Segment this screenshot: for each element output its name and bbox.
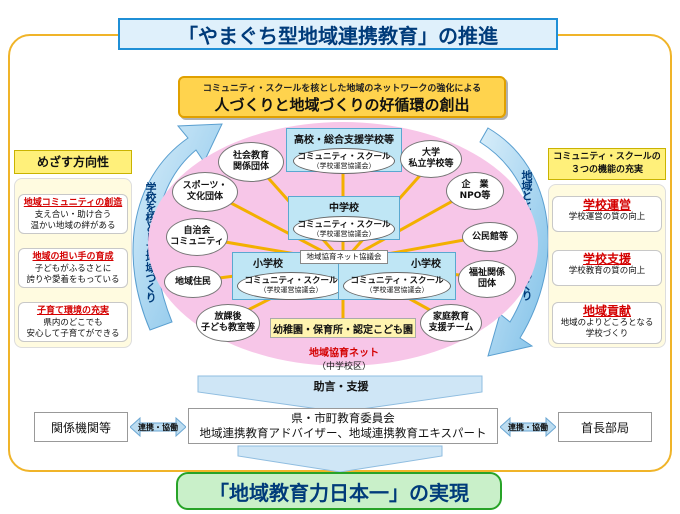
direction-item-line: 県内のどこでも <box>43 318 103 328</box>
middle-school-card: 中学校 コミュニティ・スクール （学校運営協議会） <box>288 196 400 242</box>
direction-item-line: 支え合い・助け合う <box>34 210 112 220</box>
bubble-line: 団体 <box>477 279 496 289</box>
bubble-line: 社会教育 <box>232 151 269 161</box>
function-item-title: 地域貢献 <box>582 304 631 318</box>
functions-heading-line: コミュニティ・スクールの <box>553 152 661 162</box>
direction-item-line: 温かい地域の絆がある <box>30 221 116 231</box>
bubble-line: 子ども教室等 <box>200 323 255 333</box>
cs-subtitle: （学校運営協議会） <box>312 230 376 238</box>
bubble-social-education: 社会教育 関係団体 <box>218 142 284 182</box>
direction-item-line: 誇りや愛着をもっている <box>26 275 120 285</box>
function-item-line: 学校づくり <box>585 329 629 339</box>
network-label-title: 地域協育ネット <box>309 348 379 359</box>
collaboration-link-left: 連携・協働 <box>130 416 186 438</box>
functions-heading-line: ３つの機能の充実 <box>570 165 643 175</box>
direction-item-title: 地域コミュニティの創造 <box>23 198 123 208</box>
bubble-line: 私立学校等 <box>408 159 454 169</box>
community-school-badge: コミュニティ・スクール （学校運営協議会） <box>343 272 451 300</box>
elementary-school-label: 小学校 <box>253 259 283 270</box>
right-cycle-arrow <box>479 127 549 357</box>
cs-title: コミュニティ・スクール <box>297 152 391 162</box>
mayor-department-box: 首長部局 <box>558 412 652 442</box>
direction-heading: めざす方向性 <box>14 150 132 174</box>
function-item-support: 学校支援 学校教育の質の向上 <box>552 250 662 286</box>
cs-subtitle: （学校運営協議会） <box>312 162 376 170</box>
bubble-company-npo: 企 業 NPO等 <box>446 172 504 210</box>
bubble-welfare: 福祉関係 団体 <box>458 260 516 298</box>
direction-item-childcare: 子育て環境の充実 県内のどこでも 安心して子育てができる <box>18 302 128 342</box>
bubble-line: NPO等 <box>459 191 491 201</box>
goal-banner: コミュニティ・スクールを核とした地域のネットワークの強化による 人づくりと地域づ… <box>178 76 506 118</box>
elementary-school-card-right: 小学校 コミュニティ・スクール （学校運営協議会） <box>338 252 456 300</box>
function-item-title: 学校運営 <box>582 198 631 212</box>
community-school-badge: コミュニティ・スクール （学校運営協議会） <box>237 272 345 300</box>
collaboration-link-right: 連携・協働 <box>500 416 556 438</box>
bubble-line: 地域住民 <box>174 276 211 287</box>
final-goal: 「地域教育力日本一」の実現 <box>176 472 502 510</box>
high-school-label: 高校・総合支援学校等 <box>294 135 394 146</box>
bubble-line: 企 業 <box>461 180 489 190</box>
function-item-line: 学校運営の質の向上 <box>568 212 646 222</box>
direction-item-line: 子どもがふるさとに <box>34 264 112 274</box>
bubble-line: 支援チーム <box>428 323 474 333</box>
collaboration-label: 連携・協働 <box>138 422 178 432</box>
community-school-badge: コミュニティ・スクール （学校運営協議会） <box>293 216 395 242</box>
bubble-line: 自治会 <box>183 226 211 236</box>
bubble-community-center: 公民館等 <box>462 222 518 252</box>
function-item-line: 地域のよりどころとなる <box>560 318 654 328</box>
direction-item-community: 地域コミュニティの創造 支え合い・助け合う 温かい地域の絆がある <box>18 194 128 234</box>
function-item-title: 学校支援 <box>582 252 631 266</box>
high-school-card: 高校・総合支援学校等 コミュニティ・スクール （学校運営協議会） <box>286 128 402 174</box>
cs-title: コミュニティ・スクール <box>350 276 444 286</box>
bubble-line: スポーツ・ <box>182 181 228 191</box>
collaboration-label: 連携・協働 <box>508 422 548 432</box>
functions-heading: コミュニティ・スクールの ３つの機能の充実 <box>548 148 666 180</box>
bubble-local-residents: 地域住民 <box>164 266 222 298</box>
double-arrow-icon <box>500 416 556 438</box>
bubble-university: 大学 私立学校等 <box>400 140 462 178</box>
direction-item-title: 子育て環境の充実 <box>36 306 109 316</box>
final-arrow <box>237 445 443 473</box>
banner-title: 人づくりと地域づくりの好循環の創出 <box>214 96 470 114</box>
bubble-line: コミュニティ <box>170 237 224 247</box>
bubble-after-school: 放課後 子ども教室等 <box>196 304 260 342</box>
bubble-residents-association: 自治会 コミュニティ <box>166 218 228 256</box>
middle-school-label: 中学校 <box>329 203 359 214</box>
bubble-line: 関係団体 <box>232 162 269 172</box>
function-item-management: 学校運営 学校運営の質の向上 <box>552 196 662 232</box>
function-item-line: 学校教育の質の向上 <box>568 266 646 276</box>
bubble-line: 福祉関係 <box>468 268 505 278</box>
preschool-bar: 幼稚園・保育所・認定こども園 <box>270 318 416 338</box>
board-line: 県・市町教育委員会 <box>291 411 395 425</box>
board-line: 地域連携教育アドバイザー、地域連携教育エキスパート <box>199 426 487 440</box>
bubble-line: 家庭教育 <box>432 312 469 322</box>
elementary-school-label: 小学校 <box>411 259 441 270</box>
cs-title: コミュニティ・スクール <box>297 220 391 230</box>
support-arrow <box>197 375 483 413</box>
cs-title: コミュニティ・スクール <box>244 276 338 286</box>
cs-subtitle: （学校運営協議会） <box>259 286 323 294</box>
bubble-line: 大学 <box>421 148 440 158</box>
bubble-line: 公民館等 <box>471 231 508 242</box>
community-school-badge: コミュニティ・スクール （学校運営協議会） <box>293 148 395 174</box>
education-board-box: 県・市町教育委員会 地域連携教育アドバイザー、地域連携教育エキスパート <box>188 408 498 444</box>
direction-item-title: 地域の担い手の育成 <box>32 252 114 262</box>
cs-subtitle: （学校運営協議会） <box>365 286 429 294</box>
page-title: 「やまぐち型地域連携教育」の推進 <box>118 18 558 50</box>
double-arrow-icon <box>130 416 186 438</box>
network-council-bar: 地域協育ネット協議会 <box>300 250 388 264</box>
related-agencies-box: 関係機関等 <box>34 412 128 442</box>
support-label: 助言・支援 <box>313 380 369 393</box>
bubble-line: 放課後 <box>214 312 242 322</box>
bubble-family-education: 家庭教育 支援チーム <box>420 304 482 342</box>
network-label-sub: （中学校区） <box>316 362 371 372</box>
bubble-sports-culture: スポーツ・ 文化団体 <box>172 172 238 212</box>
network-label: 地域協育ネット （中学校区） <box>296 344 392 372</box>
direction-item-line: 安心して子育てができる <box>26 329 120 339</box>
bubble-line: 文化団体 <box>186 192 223 202</box>
banner-subtitle: コミュニティ・スクールを核とした地域のネットワークの強化による <box>202 84 482 94</box>
function-item-contribution: 地域貢献 地域のよりどころとなる 学校づくり <box>552 302 662 344</box>
direction-item-leaders: 地域の担い手の育成 子どもがふるさとに 誇りや愛着をもっている <box>18 248 128 288</box>
